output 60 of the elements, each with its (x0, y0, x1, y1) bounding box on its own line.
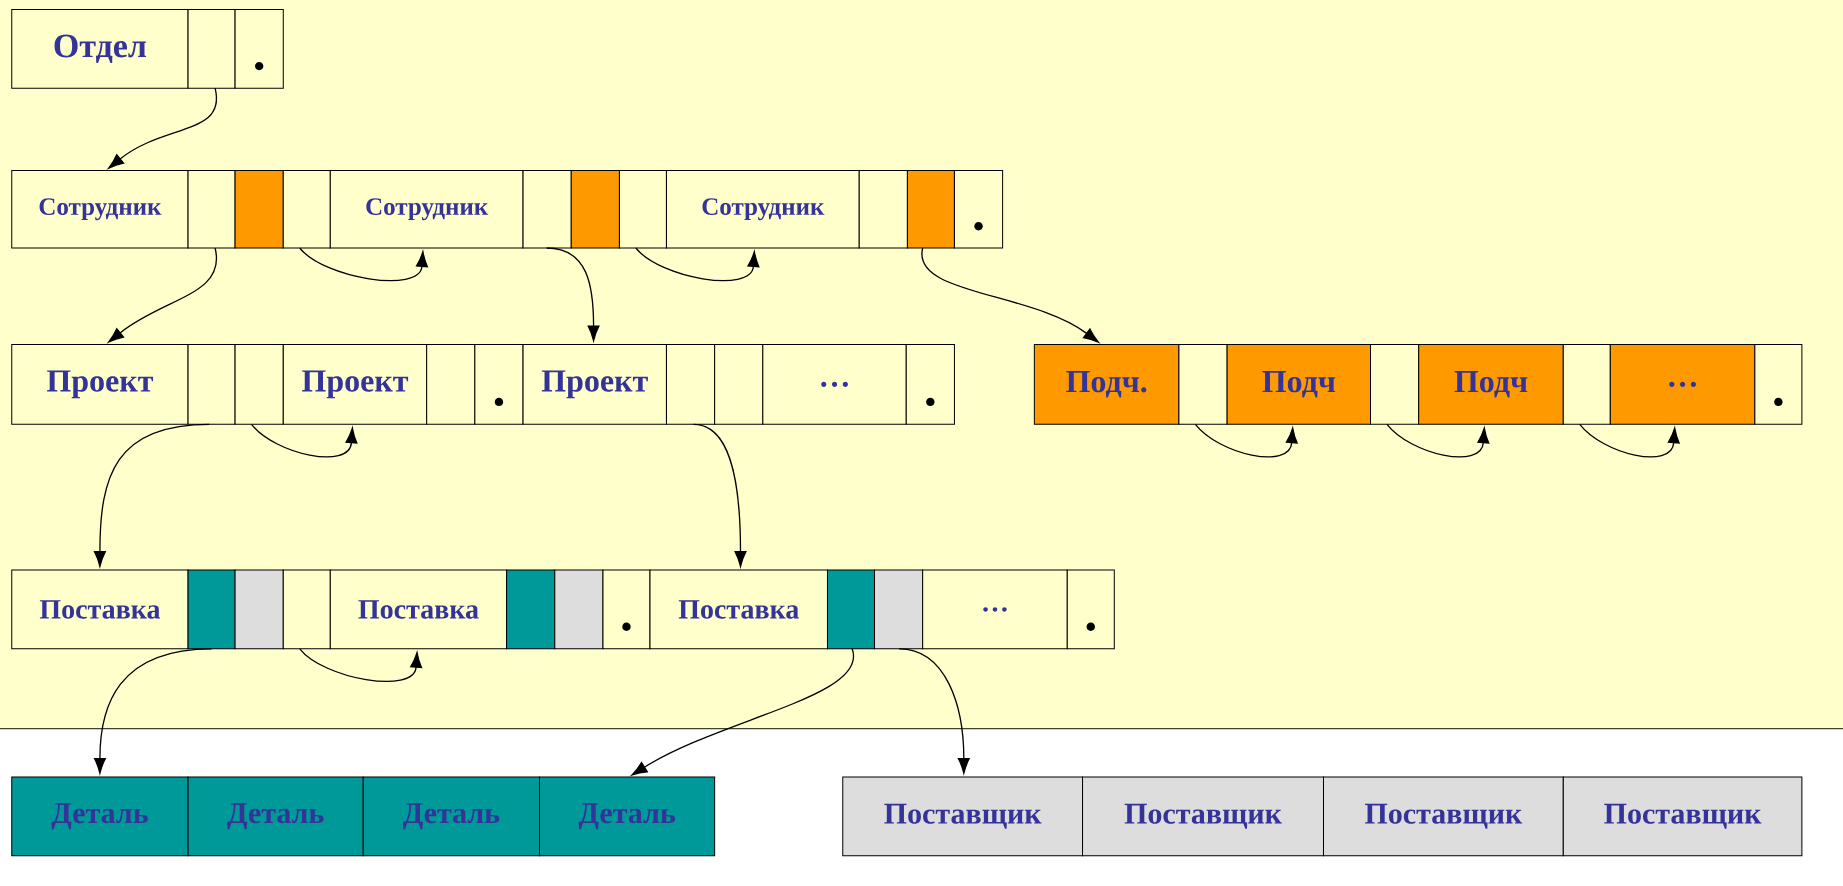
pointer-cell (570, 169, 620, 249)
arrow (299, 247, 428, 282)
pointer-cell (187, 8, 236, 89)
field-cell: Деталь (187, 776, 364, 857)
arrow (545, 247, 600, 342)
pointer-cell (234, 569, 284, 650)
field-cell: Поставщик (1562, 776, 1803, 857)
field-cell: Деталь (539, 776, 716, 857)
arrow (93, 648, 213, 774)
null-pointer-cell (474, 343, 524, 425)
pointer-cell (1562, 343, 1611, 425)
null-pointer-cell (1754, 343, 1803, 425)
pointer-cell (554, 569, 604, 650)
field-cell: … (1609, 343, 1756, 425)
pointer-cell (1370, 343, 1420, 425)
null-pointer-cell (234, 8, 284, 89)
arrow (299, 648, 423, 682)
pointer-cell (506, 569, 556, 650)
pointer-cell (187, 343, 236, 425)
arrow (1386, 423, 1490, 458)
pointer-cell (906, 169, 955, 249)
pointer-cell (282, 169, 331, 249)
field-cell: Подч. (1033, 343, 1180, 425)
pointer-cell (234, 343, 284, 425)
arrow (93, 423, 210, 567)
field-cell: Подч (1226, 343, 1371, 425)
arrow (692, 423, 747, 567)
arrow (631, 648, 854, 776)
null-pointer-cell (953, 169, 1004, 249)
pointer-cell (618, 169, 667, 249)
arrow (108, 247, 218, 343)
pointer-cell (234, 169, 284, 249)
pointer-cell (665, 343, 716, 425)
arrow (108, 87, 218, 169)
null-pointer-cell (1066, 569, 1115, 650)
pointer-cell (874, 569, 924, 650)
pointer-cell (426, 343, 476, 425)
pointer-cell (522, 169, 572, 249)
field-cell: Поставка (11, 569, 189, 650)
arrow (921, 247, 1099, 343)
pointer-cell (187, 169, 236, 249)
pointer-cell (187, 569, 236, 650)
arrow (635, 247, 760, 282)
arrow (250, 423, 358, 458)
pointer-cell (714, 343, 764, 425)
field-cell: Деталь (362, 776, 540, 857)
field-cell: Поставщик (1082, 776, 1324, 857)
arrow (898, 648, 970, 774)
pointer-cell (858, 169, 908, 249)
null-pointer-cell (905, 343, 955, 425)
pointer-cell (282, 569, 331, 650)
field-cell: Поставщик (842, 776, 1084, 857)
pointer-cell (1178, 343, 1228, 425)
field-cell: Поставщик (1323, 776, 1564, 857)
null-pointer-cell (602, 569, 651, 650)
arrow (1579, 423, 1680, 458)
field-cell: Деталь (11, 776, 189, 857)
pointer-cell (827, 569, 875, 650)
field-cell: Подч (1418, 343, 1564, 425)
arrow (1194, 423, 1298, 458)
